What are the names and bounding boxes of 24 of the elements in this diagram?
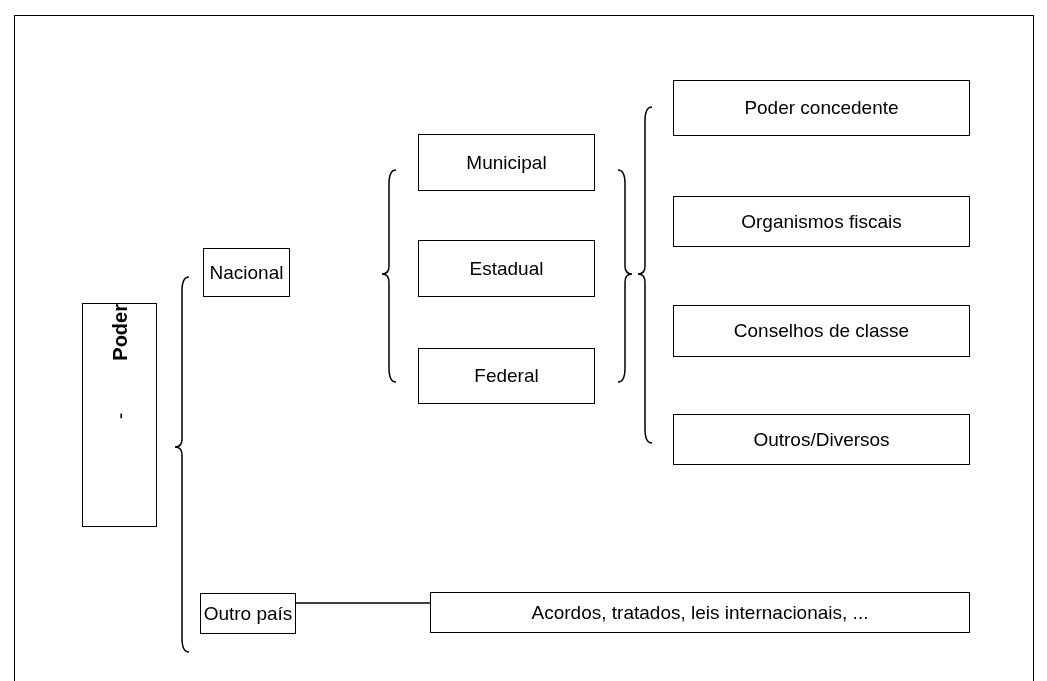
label-box — [673, 196, 970, 247]
box-label: Organismos fiscais — [741, 210, 902, 233]
box-label: Municipal — [466, 151, 547, 174]
box-label: Nacional — [209, 261, 284, 284]
label-box — [200, 593, 296, 634]
label-box — [673, 305, 970, 357]
box-label: Poder — [108, 304, 131, 361]
label-box — [673, 80, 970, 136]
box-label: Estadual — [469, 257, 544, 280]
box-label: Federal — [474, 365, 539, 387]
label-box — [418, 348, 595, 404]
box-label: Conselhos de classe — [733, 320, 910, 342]
box-label: Poder concedente — [744, 97, 899, 119]
box-label: Outro país — [203, 602, 293, 625]
box-label: Outros/Diversos — [753, 428, 890, 451]
box-label: Acordos, tratados, leis internacionais, ... — [531, 601, 869, 624]
label-box — [430, 592, 970, 633]
label-box — [418, 134, 595, 191]
label-box — [203, 248, 290, 297]
label-box — [418, 240, 595, 297]
box-label: - — [108, 412, 131, 420]
vertical-label-box — [82, 303, 157, 527]
connector-line — [295, 602, 431, 604]
label-box — [673, 414, 970, 465]
